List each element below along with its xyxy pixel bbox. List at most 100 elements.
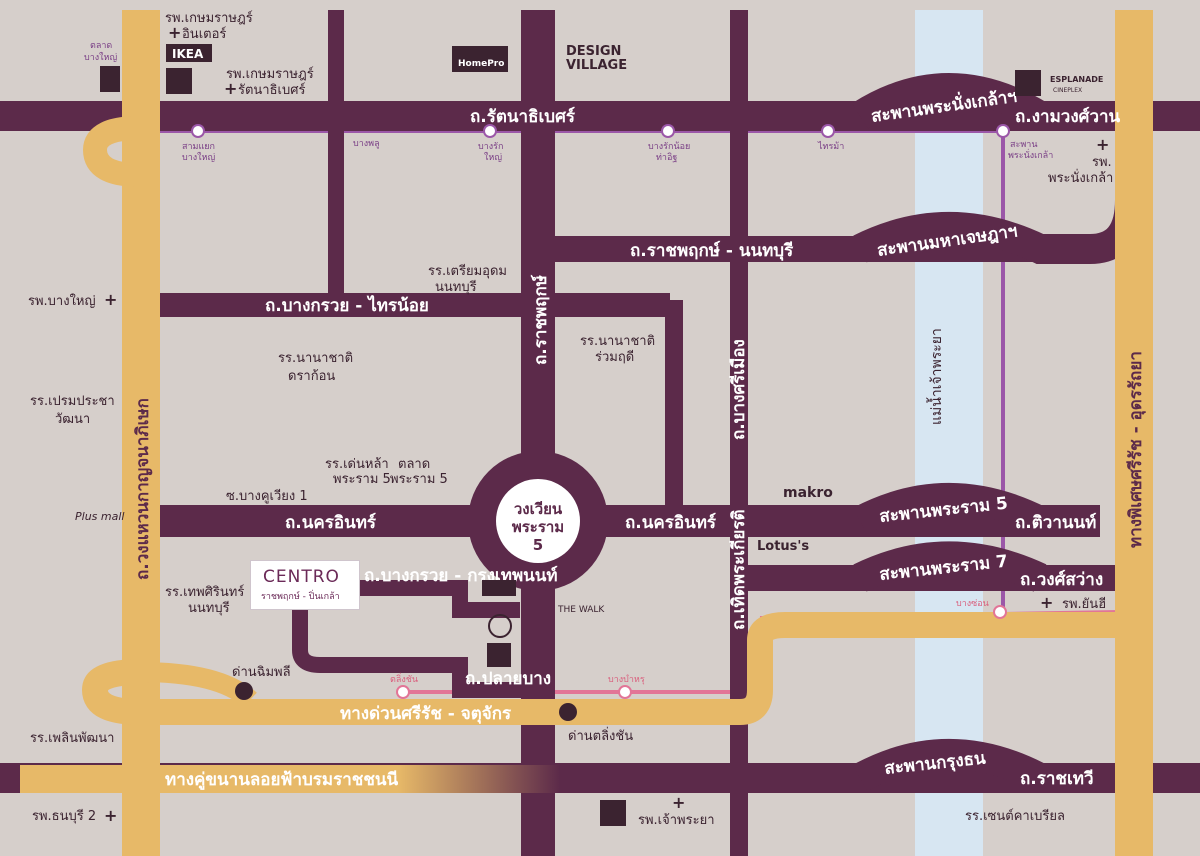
svg-text:ใหญ่: ใหญ่ xyxy=(484,152,502,163)
place-kasemrad-inter: รพ.เกษมราษฎร์ xyxy=(165,10,253,26)
design-village-logo: DESIGN xyxy=(566,44,621,59)
svg-text:+: + xyxy=(224,79,237,98)
svg-text:ดราก้อน: ดราก้อน xyxy=(288,369,335,384)
station-taling-chan-marker xyxy=(396,685,410,699)
hospital-logo-icon xyxy=(1015,70,1041,96)
road-label-kiat: ถ.เทิดพระเกียรติ xyxy=(728,509,749,630)
place-thepsirin: รร.เทพศิรินทร์ xyxy=(165,584,244,600)
svg-text:นนทบุรี: นนทบุรี xyxy=(435,279,477,295)
place-market-bangyai: ตลาด xyxy=(90,41,112,51)
station-bang-rak-yai: บางรัก xyxy=(478,142,503,152)
hospital-logo-icon xyxy=(487,643,511,667)
place-denla-school: รร.เด่นหล้า xyxy=(325,457,389,472)
road-label-ratchaphruek: ถ.ราชพฤกษ์ xyxy=(530,275,551,365)
circle-label-2: พระราม xyxy=(512,518,564,536)
ikea-logo xyxy=(166,44,212,62)
place-kasemrad-rattanathibet: รพ.เกษมราษฎร์ xyxy=(226,66,314,82)
road-label-nakhon-in-left: ถ.นครอินทร์ xyxy=(285,512,377,533)
svg-text:+: + xyxy=(672,793,685,812)
place-triam-udom: รร.เตรียมอุดม xyxy=(428,263,507,279)
svg-text:บางใหญ่: บางใหญ่ xyxy=(182,152,215,163)
svg-text:+: + xyxy=(1040,593,1053,612)
road-label-rattanathibet: ถ.รัตนาธิเบศร์ xyxy=(470,106,576,127)
hospital-logo-icon xyxy=(600,800,626,826)
expressway-borommaratchachonnani: ทางคู่ขนานลอยฟ้าบรมราชชนนี xyxy=(165,769,399,791)
station-bang-rak-noi: บางรักน้อย xyxy=(648,141,690,152)
svg-text:VILLAGE: VILLAGE xyxy=(566,58,627,73)
road-label-kanchanaphisek: ถ.วงแหวนกาญจนาภิเษก xyxy=(133,398,153,580)
soi-bang-khu-wiang: ซ.บางคูเวียง 1 xyxy=(226,488,308,504)
esplanade-logo: ESPLANADE xyxy=(1050,75,1103,84)
place-ruamrudee: รร.นานาชาติ xyxy=(580,334,655,349)
station-bang-son: บางซ่อน xyxy=(956,599,989,609)
place-market-rama5: ตลาด xyxy=(398,457,430,472)
toll-icon xyxy=(559,703,577,721)
svg-text:HomePro: HomePro xyxy=(458,59,504,69)
centro-card[interactable]: CENTRO ราชพฤกษ์ - ปิ่นเกล้า xyxy=(250,560,360,610)
road-label-bang-si-mueang: ถ.บางศรีเมือง xyxy=(728,339,749,440)
toll-taling-chan: ด่านตลิ่งชัน xyxy=(568,727,633,744)
svg-text:พระราม 5: พระราม 5 xyxy=(390,472,448,487)
road-label-ratchathewi: ถ.ราชเทวี xyxy=(1020,768,1094,789)
svg-text:บางใหญ่: บางใหญ่ xyxy=(84,52,117,63)
station-samyaek: สามแยก xyxy=(182,142,215,152)
place-prem-school: รร.เปรมประชา xyxy=(30,394,115,409)
road-label-bangkruai-krungthep: ถ.บางกรวย - กรุงเทพนนท์ xyxy=(364,565,558,586)
svg-text:IKEA: IKEA xyxy=(172,47,204,61)
svg-text:+: + xyxy=(1096,135,1109,154)
sirat-expressway xyxy=(81,612,1130,726)
the-walk-logo: THE WALK xyxy=(557,605,605,615)
hospital-logo-icon xyxy=(166,68,192,94)
station-sai-ma: ไทรม้า xyxy=(817,141,844,152)
borommaratchachonnani-expressway xyxy=(20,765,560,793)
river-label: แม่น้ำเจ้าพระยา xyxy=(926,328,945,425)
road-label-plai-bang: ถ.ปลายบาง xyxy=(465,669,551,689)
svg-text:อินเตอร์: อินเตอร์ xyxy=(182,26,227,42)
plai-bang-road xyxy=(292,605,525,698)
toll-chimphli: ด่านฉิมพลี xyxy=(232,664,291,680)
svg-text:+: + xyxy=(104,806,117,825)
ring-interchange-top xyxy=(82,116,141,187)
bangkruai-krungthep-road xyxy=(360,580,520,618)
expressway-sirat: ทางด่วนศรีรัช - จตุจักร xyxy=(340,703,512,724)
svg-text:พระราม 5: พระราม 5 xyxy=(333,472,391,487)
bridges xyxy=(851,73,1145,792)
road-label-nakhon-in-right: ถ.นครอินทร์ xyxy=(625,512,717,533)
road-label-tiwanon: ถ.ติวานนท์ xyxy=(1015,512,1096,533)
place-chaophraya-hosp: รพ.เจ้าพระยา xyxy=(638,813,715,828)
plusmall-logo: Plus mall xyxy=(75,510,124,523)
homepro-logo-small xyxy=(482,580,516,596)
purple-line-stations xyxy=(191,124,1010,138)
place-dara-school: รร.นานาชาติ xyxy=(278,351,353,366)
road-label-wongsawang: ถ.วงศ์สว่าง xyxy=(1020,569,1103,590)
place-yanhee: รพ.ยันฮี xyxy=(1062,596,1106,612)
station-bang-bamru: บางบำหรุ xyxy=(608,674,645,685)
market-icon xyxy=(100,66,120,92)
road-label-ngamwongwan: ถ.งามวงศ์วาน xyxy=(1015,106,1121,127)
svg-text:+: + xyxy=(104,290,117,309)
svg-text:CINEPLEX: CINEPLEX xyxy=(1053,87,1082,94)
svg-text:ร่วมฤดี: ร่วมฤดี xyxy=(595,349,634,365)
station-bang-phlu: บางพลู xyxy=(353,139,380,149)
road-label-phiset-udon: ทางพิเศษศรีรัช - อุดรรัถยา xyxy=(1125,351,1146,548)
circle-label-1: วงเวียน xyxy=(514,500,563,518)
place-phlin-school: รร.เพลินพัฒนา xyxy=(30,731,114,746)
svg-text:รัตนาธิเบศร์: รัตนาธิเบศร์ xyxy=(238,82,305,98)
centro-sub: ราชพฤกษ์ - ปิ่นเกล้า xyxy=(261,592,340,602)
place-st-gabriel: รร.เซนต์คาเบรียล xyxy=(965,808,1065,824)
svg-text:วัฒนา: วัฒนา xyxy=(55,412,90,427)
makro-logo: makro xyxy=(783,485,833,501)
station-phra-nang-klao: สะพาน xyxy=(1010,140,1037,150)
station-bang-son-marker xyxy=(993,605,1007,619)
crystal-logo-icon xyxy=(488,614,512,638)
place-phra-nang-klao-hosp: รพ. xyxy=(1092,155,1112,170)
road-label-ratchaphruek-nonthaburi: ถ.ราชพฤกษ์ - นนทบุรี xyxy=(630,240,794,261)
chao-phraya-river xyxy=(915,10,983,856)
svg-text:+: + xyxy=(168,23,181,42)
road-dashes xyxy=(20,101,76,131)
svg-text:พระนั่งเกล้า: พระนั่งเกล้า xyxy=(1048,169,1113,186)
lotus-logo: Lotus's xyxy=(757,539,809,554)
homepro-logo xyxy=(452,46,508,72)
svg-text:พระนั่งเกล้า: พระนั่งเกล้า xyxy=(1008,148,1053,161)
